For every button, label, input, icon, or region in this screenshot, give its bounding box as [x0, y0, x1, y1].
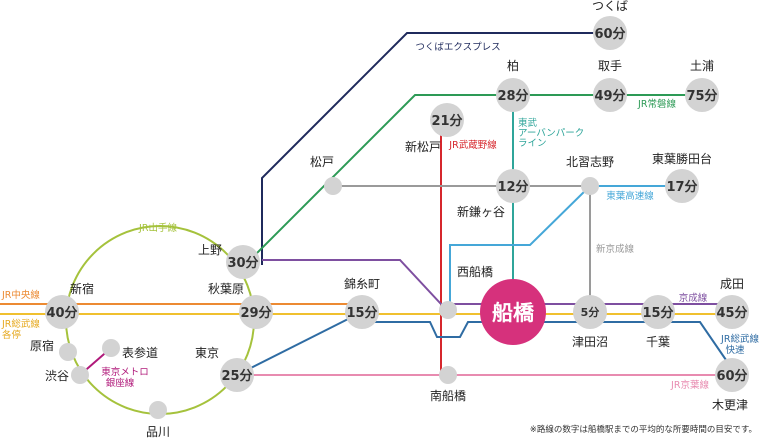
svg-text:木更津: 木更津 — [712, 398, 748, 412]
tsukuba-express-line — [261, 32, 610, 265]
svg-text:上野: 上野 — [198, 243, 222, 257]
svg-text:秋葉原: 秋葉原 — [208, 282, 244, 296]
svg-text:つくば: つくば — [592, 0, 628, 13]
station-toyokatsutadai[interactable]: 17分 東葉勝田台 — [652, 151, 712, 203]
station-funabashi-hub[interactable]: 船橋 — [480, 279, 546, 345]
station-ueno[interactable]: 30分 上野 — [198, 243, 260, 279]
svg-text:75分: 75分 — [686, 88, 717, 104]
svg-text:12分: 12分 — [497, 179, 528, 195]
toyo-rapid-line — [449, 185, 680, 308]
station-shinkamagaya[interactable]: 12分 新鎌ヶ谷 — [457, 169, 530, 219]
station-narita[interactable]: 45分 成田 — [715, 277, 749, 329]
svg-text:25分: 25分 — [221, 368, 252, 384]
svg-text:15分: 15分 — [346, 305, 377, 321]
station-kashiwa[interactable]: 28分 柏 — [496, 58, 530, 112]
label-musashino: JR武蔵野線 — [448, 139, 497, 151]
station-shinagawa[interactable]: 品川 — [146, 401, 170, 438]
station-kitanarashino[interactable]: 北習志野 — [566, 155, 614, 195]
svg-text:東京: 東京 — [195, 346, 219, 360]
station-akihabara[interactable]: 29分 秋葉原 — [208, 282, 273, 329]
footnote: ※路線の数字は船橋駅までの平均的な所要時間の目安です。 — [530, 424, 757, 435]
station-kisarazu[interactable]: 60分 木更津 — [712, 358, 749, 412]
station-tokyo[interactable]: 25分 東京 — [195, 346, 254, 392]
label-sobu-local-sub: 各停 — [2, 329, 22, 341]
svg-text:南船橋: 南船橋 — [430, 388, 466, 403]
station-chiba[interactable]: 15分 千葉 — [641, 295, 675, 349]
svg-text:17分: 17分 — [666, 179, 697, 195]
svg-text:品川: 品川 — [146, 425, 170, 438]
svg-text:新鎌ヶ谷: 新鎌ヶ谷 — [457, 204, 505, 219]
svg-text:津田沼: 津田沼 — [572, 335, 608, 349]
label-sobu-rapid-1: JR総武線 — [720, 333, 759, 345]
svg-text:28分: 28分 — [497, 88, 528, 104]
station-nishifunabashi[interactable]: 西船橋 — [439, 265, 493, 319]
label-sobu-local: JR総武線 — [1, 318, 40, 330]
tokyo-kinshicho-link — [236, 311, 363, 376]
svg-text:29分: 29分 — [240, 305, 271, 321]
label-tobu-3: ライン — [518, 138, 547, 149]
label-keisei: 京成線 — [679, 292, 708, 304]
svg-text:表参道: 表参道 — [122, 345, 158, 360]
svg-text:北習志野: 北習志野 — [566, 155, 614, 169]
label-metro-1: 東京メトロ — [101, 366, 149, 378]
sobu-rapid-line — [362, 321, 738, 377]
svg-text:45分: 45分 — [716, 305, 747, 321]
station-tsudanuma[interactable]: 5分 津田沼 — [572, 295, 608, 349]
station-shinjuku[interactable]: 40分 新宿 — [45, 281, 94, 329]
svg-text:49分: 49分 — [594, 88, 625, 104]
station-tsukuba[interactable]: 60分 つくば — [592, 0, 628, 50]
station-shibuya[interactable]: 渋谷 — [45, 366, 89, 384]
station-omotesando[interactable]: 表参道 — [102, 339, 158, 360]
label-toyo: 東葉高速線 — [606, 190, 654, 202]
svg-text:40分: 40分 — [46, 305, 77, 321]
label-chuo: JR中央線 — [1, 289, 40, 301]
svg-text:新宿: 新宿 — [70, 281, 94, 296]
label-shinkeisei: 新京成線 — [596, 243, 635, 255]
station-toride[interactable]: 49分 取手 — [593, 59, 627, 112]
svg-text:東葉勝田台: 東葉勝田台 — [652, 151, 712, 166]
station-kinshicho[interactable]: 15分 錦糸町 — [344, 276, 380, 329]
svg-text:土浦: 土浦 — [690, 59, 714, 73]
label-tobu-1: 東武 — [518, 117, 538, 129]
label-tsukuba-express: つくばエクスプレス — [415, 42, 500, 53]
label-yamanote: JR山手線 — [138, 222, 177, 234]
svg-text:30分: 30分 — [227, 255, 258, 271]
station-tsuchiura[interactable]: 75分 土浦 — [685, 59, 719, 112]
svg-text:錦糸町: 錦糸町 — [344, 276, 380, 291]
station-matsudo[interactable]: 松戸 — [310, 155, 342, 195]
svg-text:松戸: 松戸 — [310, 155, 334, 169]
svg-text:取手: 取手 — [598, 59, 622, 73]
svg-text:船橋: 船橋 — [492, 301, 535, 325]
label-keiyo: JR京葉線 — [670, 379, 709, 391]
label-tobu-2: アーバンパーク — [518, 128, 584, 139]
svg-text:5分: 5分 — [581, 305, 600, 319]
svg-text:原宿: 原宿 — [30, 338, 54, 353]
joban-line — [249, 94, 700, 261]
label-metro-2: 銀座線 — [106, 377, 135, 389]
station-minamifunabashi[interactable]: 南船橋 — [430, 366, 466, 403]
svg-text:15分: 15分 — [642, 305, 673, 321]
svg-text:60分: 60分 — [716, 368, 747, 384]
svg-text:新松戸: 新松戸 — [405, 139, 441, 154]
svg-text:渋谷: 渋谷 — [45, 369, 69, 383]
svg-text:柏: 柏 — [507, 58, 519, 73]
svg-text:21分: 21分 — [431, 113, 462, 129]
label-joban: JR常磐線 — [637, 98, 676, 110]
station-shinmatsudo[interactable]: 21分 新松戸 — [405, 103, 464, 154]
svg-text:千葉: 千葉 — [646, 335, 670, 349]
svg-text:西船橋: 西船橋 — [457, 265, 493, 279]
svg-text:成田: 成田 — [720, 277, 744, 291]
svg-text:60分: 60分 — [594, 26, 625, 42]
label-sobu-rapid-2: 快速 — [725, 344, 745, 356]
station-harajuku[interactable]: 原宿 — [30, 338, 77, 361]
